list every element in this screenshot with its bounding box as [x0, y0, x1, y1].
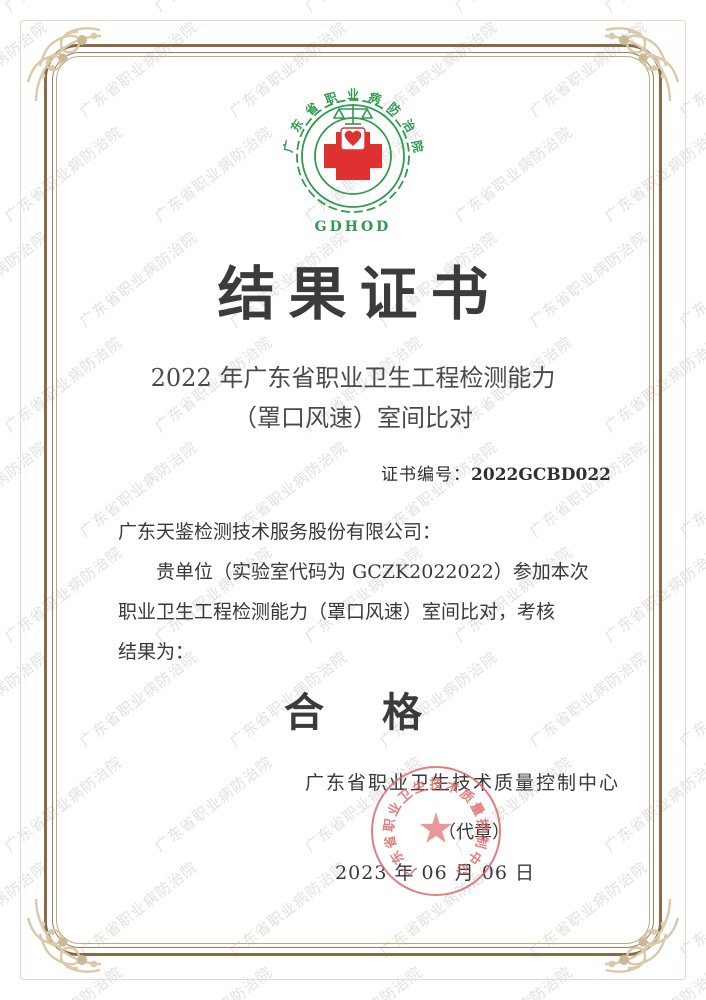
- recipient-line: 广东天鉴检测技术服务股份有限公司：: [118, 521, 442, 543]
- arc-char: 制: [471, 833, 490, 850]
- corner-flourish-bottom-right: [580, 874, 700, 994]
- arc-char: 防: [385, 99, 404, 119]
- border-inner-line: [56, 56, 650, 944]
- subtitle-line-1: 2022 年广东省职业卫生工程检测能力: [150, 364, 556, 392]
- certificate-number: 证书编号：2022GCBD022: [381, 460, 611, 485]
- arc-char: 省: [302, 99, 321, 119]
- emblem-graphic: [296, 99, 410, 213]
- body-text: 广东天鉴检测技术服务股份有限公司： 贵单位（实验室代码为 GCZK2022022…: [118, 512, 618, 672]
- border-outer-line: [20, 20, 686, 980]
- certificate-number-label: 证书编号：: [381, 465, 472, 485]
- emblem-ring-text: 广东省职业病防治院: [269, 84, 437, 236]
- arc-char: 院: [408, 139, 426, 154]
- heart-icon: [340, 127, 366, 151]
- arc-char: 控: [473, 817, 490, 833]
- arc-char: 技: [429, 777, 443, 793]
- subtitle-line-2: （罩口风速）室间比对: [233, 404, 473, 432]
- result-value: 合 格: [284, 689, 444, 736]
- certificate-title: 结果证书: [217, 260, 502, 328]
- border-main-band: [44, 44, 662, 956]
- arc-char: 东: [288, 116, 307, 135]
- scales-icon: [332, 104, 374, 125]
- body-line-3: 结果为：: [118, 641, 195, 663]
- corner-flourish-bottom-left: [6, 874, 126, 994]
- emblem-acronym: GDHOD: [314, 219, 392, 235]
- certificate-subtitle: 2022 年广东省职业卫生工程检测能力 （罩口风速）室间比对: [0, 358, 706, 438]
- seal-ring-text: 广东省职业卫生技术质量控制中心: [373, 768, 499, 894]
- arc-char: 广: [280, 139, 298, 154]
- arc-char: 职: [382, 817, 399, 833]
- arc-char: 职: [323, 89, 340, 107]
- body-line-1: 贵单位（实验室代码为 GCZK2022022）参加本次: [156, 561, 589, 583]
- body-line-2: 职业卫生工程检测能力（罩口风速）室间比对，考核: [118, 601, 556, 623]
- emblem: 广东省职业病防治院: [0, 84, 706, 236]
- arc-char: 业: [346, 87, 360, 102]
- corner-flourish-top-right: [580, 6, 700, 126]
- certificate-number-value: 2022GCBD022: [471, 465, 611, 485]
- arc-char: 治: [399, 116, 418, 135]
- arc-char: 病: [366, 89, 383, 107]
- corner-flourish-top-left: [6, 6, 126, 126]
- official-red-seal: 广东省职业卫生技术质量控制中心: [371, 766, 501, 896]
